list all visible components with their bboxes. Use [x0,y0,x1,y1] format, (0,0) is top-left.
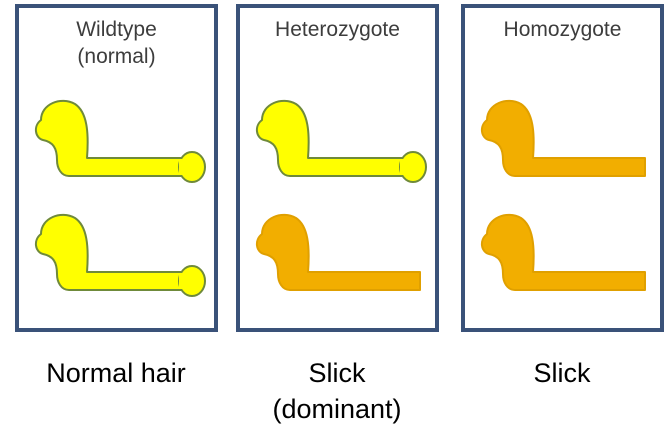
panel-title: Heterozygote [240,16,435,43]
slick-allele-body [257,215,420,290]
panel-homozygote: Homozygote [461,4,664,332]
panel-title-line: (normal) [19,43,214,70]
slick-allele-body [482,101,645,176]
normal-allele-body [257,101,420,176]
caption-slick: Slick [447,355,667,391]
caption-normal-hair: Normal hair [1,355,231,391]
allele-shape [29,98,214,193]
panel-title-line: Homozygote [465,16,660,43]
panel-title-line: Heterozygote [240,16,435,43]
allele-knob-joint [179,273,189,289]
panel-title: Homozygote [465,16,660,43]
allele-shape [250,98,435,193]
normal-allele-body [36,101,199,176]
caption-line: (dominant) [222,391,452,427]
caption-line: Slick [222,355,452,391]
allele-shape [250,212,435,307]
allele-shape [29,212,214,307]
panel-title-line: Wildtype [19,16,214,43]
allele-shape [475,212,660,307]
normal-allele-body [36,215,199,290]
allele-knob-joint [179,159,189,175]
panel-title: Wildtype (normal) [19,16,214,70]
caption-slick-dominant: Slick (dominant) [222,355,452,427]
slick-allele-body [482,215,645,290]
allele-shape [475,98,660,193]
panel-heterozygote: Heterozygote [236,4,439,332]
panel-wildtype: Wildtype (normal) [15,4,218,332]
allele-knob-joint [400,159,410,175]
caption-line: Slick [447,355,667,391]
caption-line: Normal hair [1,355,231,391]
